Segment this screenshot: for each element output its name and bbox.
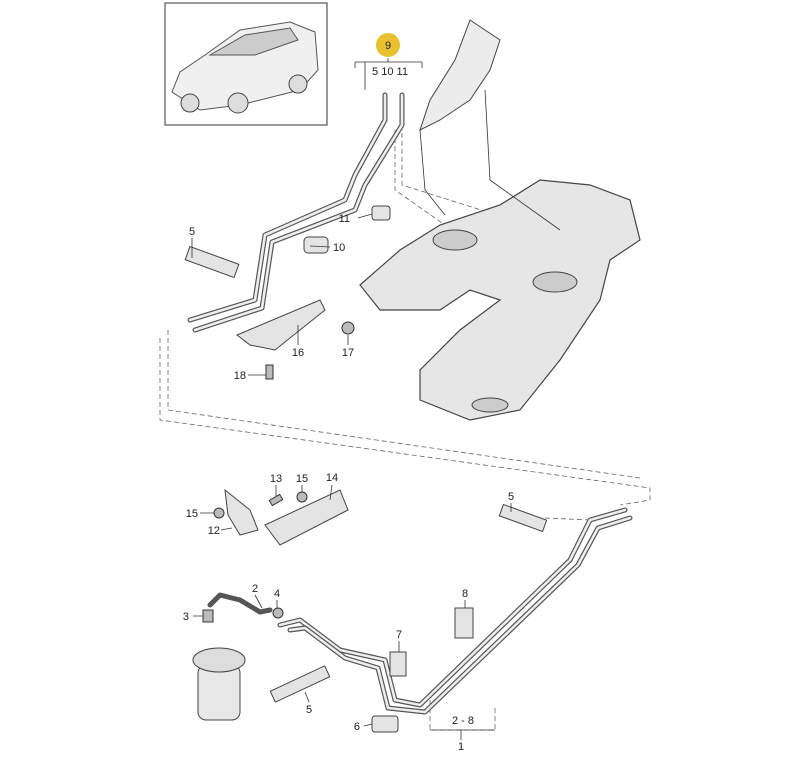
bolt-18 bbox=[265, 364, 274, 380]
clip-part-6 bbox=[371, 715, 399, 733]
callout-2[interactable]: 2 bbox=[252, 583, 258, 595]
callout-5-upper[interactable]: 5 bbox=[189, 226, 195, 238]
clip-part-8 bbox=[454, 607, 474, 639]
callout-1[interactable]: 1 bbox=[458, 741, 464, 753]
bolt-13 bbox=[268, 493, 284, 507]
fuel-tank bbox=[359, 179, 641, 421]
clamp-3 bbox=[202, 609, 214, 623]
callout-10[interactable]: 10 bbox=[333, 242, 345, 254]
callout-14[interactable]: 14 bbox=[326, 472, 338, 484]
callout-7[interactable]: 7 bbox=[396, 629, 402, 641]
callout-16[interactable]: 16 bbox=[292, 347, 304, 359]
callout-12[interactable]: 12 bbox=[208, 525, 220, 537]
callout-group-9[interactable]: 5 10 11 bbox=[372, 66, 408, 78]
clip-part-7 bbox=[389, 651, 407, 677]
callout-13[interactable]: 13 bbox=[270, 473, 282, 485]
clip-part-5-lower bbox=[269, 665, 331, 703]
heat-shield-16 bbox=[236, 299, 326, 351]
callout-leader-lines bbox=[191, 58, 512, 740]
callout-15-top[interactable]: 15 bbox=[296, 473, 308, 485]
highlight-badge bbox=[376, 33, 400, 57]
clip-part-5-right bbox=[498, 503, 548, 533]
lower-fuel-lines bbox=[207, 507, 633, 715]
callout-group-1[interactable]: 2 - 8 bbox=[452, 715, 474, 727]
filler-neck bbox=[419, 19, 561, 231]
nut-15-left bbox=[213, 507, 225, 519]
vehicle-thumbnail bbox=[164, 2, 328, 126]
clip-part-5-upper bbox=[184, 245, 240, 279]
callout-9[interactable]: 9 bbox=[376, 33, 400, 57]
callout-11[interactable]: 11 bbox=[339, 213, 350, 225]
bracket-12 bbox=[224, 488, 259, 536]
callout-5-lower[interactable]: 5 bbox=[306, 704, 312, 716]
callout-6[interactable]: 6 bbox=[354, 721, 360, 733]
clip-part-10 bbox=[303, 236, 329, 254]
callout-18[interactable]: 18 bbox=[234, 370, 246, 382]
clamp-4 bbox=[272, 607, 284, 619]
fuel-filter bbox=[192, 647, 246, 721]
callout-3[interactable]: 3 bbox=[183, 611, 189, 623]
nut-15 bbox=[296, 491, 308, 503]
bracket-14 bbox=[264, 489, 349, 546]
callout-5-right[interactable]: 5 bbox=[508, 491, 514, 503]
callout-17[interactable]: 17 bbox=[342, 347, 354, 359]
nut-17 bbox=[341, 321, 355, 335]
callout-4[interactable]: 4 bbox=[274, 588, 280, 600]
callout-8[interactable]: 8 bbox=[462, 588, 468, 600]
clip-part-11 bbox=[371, 205, 391, 221]
callout-label[interactable]: 9 bbox=[385, 40, 391, 52]
callout-15-left[interactable]: 15 bbox=[186, 508, 198, 520]
upper-fuel-lines bbox=[187, 92, 405, 333]
